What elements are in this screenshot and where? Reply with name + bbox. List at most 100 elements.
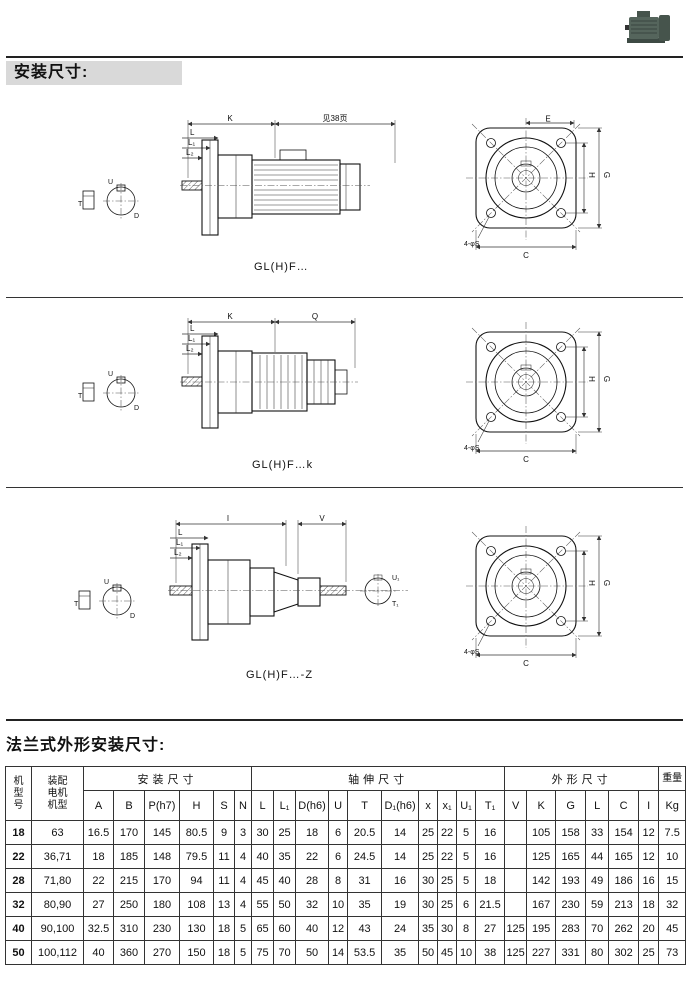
model-cell: 32 bbox=[5, 892, 32, 917]
dim-cell: 13 bbox=[213, 892, 235, 917]
dim-cell: 11 bbox=[213, 844, 235, 869]
section-divider-1 bbox=[6, 297, 683, 298]
dim-label-k: K bbox=[227, 114, 233, 123]
dim-label-k: K bbox=[227, 312, 233, 321]
dim-cell: 45 bbox=[251, 868, 275, 893]
column-group-shaft-dims: 轴伸尺寸 bbox=[251, 766, 506, 791]
dim-cell: 33 bbox=[585, 820, 610, 845]
front-view-drawing-3: H G C 4-φS bbox=[464, 526, 611, 668]
column-header: G bbox=[555, 790, 587, 821]
dim-cell: 24.5 bbox=[347, 844, 383, 869]
dim-cell: 302 bbox=[608, 940, 640, 965]
column-header: D(h6) bbox=[295, 790, 330, 821]
model-cell: 22 bbox=[5, 844, 32, 869]
column-header-model: 机 型 号 bbox=[5, 766, 32, 821]
dim-cell: 18 bbox=[213, 940, 235, 965]
dim-label-t1: T₁ bbox=[392, 601, 399, 608]
section-divider-2 bbox=[6, 487, 683, 488]
dim-cell: 30 bbox=[418, 868, 439, 893]
dim-label-l: L bbox=[190, 324, 195, 333]
dim-label-u: U bbox=[108, 179, 113, 186]
dim-cell: 150 bbox=[179, 940, 214, 965]
dim-cell: 59 bbox=[585, 892, 610, 917]
section-heading-flange-table: 法兰式外形安装尺寸: bbox=[6, 737, 166, 754]
dim-cell: 145 bbox=[144, 820, 180, 845]
dim-cell: 130 bbox=[179, 916, 214, 941]
dim-cell: 167 bbox=[526, 892, 557, 917]
dim-cell: 6 bbox=[328, 820, 349, 845]
dim-cell: 30 bbox=[418, 892, 439, 917]
dim-cell: 27 bbox=[475, 916, 506, 941]
shaft-section-diagram-3: U T D bbox=[74, 579, 135, 620]
dim-cell: 170 bbox=[113, 820, 145, 845]
dim-cell: 25 bbox=[638, 940, 660, 965]
dim-cell: 16 bbox=[475, 820, 506, 845]
dim-cell: 360 bbox=[113, 940, 145, 965]
dim-label-l: L bbox=[178, 528, 183, 537]
column-header: C bbox=[608, 790, 640, 821]
dim-cell: 154 bbox=[608, 820, 640, 845]
column-header: L₁ bbox=[273, 790, 297, 821]
dim-cell: 20.5 bbox=[347, 820, 383, 845]
dim-label-g: G bbox=[602, 172, 611, 178]
dim-label-d: D bbox=[134, 213, 139, 220]
dim-cell: 8 bbox=[456, 916, 477, 941]
column-header: D₁(h6) bbox=[381, 790, 420, 821]
dim-cell: 80 bbox=[585, 940, 610, 965]
dim-cell: 16 bbox=[381, 868, 420, 893]
dim-cell: 70 bbox=[273, 940, 297, 965]
motor-cell: 71,80 bbox=[31, 868, 84, 893]
section-heading-install: 安装尺寸: bbox=[6, 61, 182, 85]
dim-label-u1: U₁ bbox=[392, 575, 400, 582]
dim-label-l1: L₁ bbox=[176, 538, 183, 547]
dim-cell: 18 bbox=[213, 916, 235, 941]
dim-cell: 5 bbox=[233, 916, 253, 941]
dim-cell bbox=[504, 892, 528, 917]
column-header: U bbox=[328, 790, 349, 821]
model-cell: 28 bbox=[5, 868, 32, 893]
dim-cell: 6 bbox=[456, 892, 477, 917]
column-header: T₁ bbox=[475, 790, 506, 821]
dim-cell: 19 bbox=[381, 892, 420, 917]
column-header: x₁ bbox=[437, 790, 458, 821]
dim-label-u: U bbox=[104, 579, 109, 586]
dim-cell: 11 bbox=[213, 868, 235, 893]
dim-cell: 45 bbox=[658, 916, 687, 941]
top-divider bbox=[6, 56, 683, 58]
motor-cell: 36,71 bbox=[31, 844, 84, 869]
column-header: I bbox=[638, 790, 660, 821]
dim-label-bolt-holes: 4-φS bbox=[464, 445, 480, 452]
column-header: K bbox=[526, 790, 557, 821]
dim-cell: 5 bbox=[233, 940, 253, 965]
dim-label-t: T bbox=[78, 201, 83, 208]
front-view-drawing-1: E H G C 4-φS bbox=[464, 115, 611, 261]
dim-cell: 5 bbox=[456, 844, 477, 869]
dim-cell bbox=[504, 844, 528, 869]
dim-cell: 43 bbox=[347, 916, 383, 941]
dim-cell: 125 bbox=[504, 916, 528, 941]
dim-label-t: T bbox=[78, 393, 83, 400]
column-header: B bbox=[113, 790, 145, 821]
dim-label-g: G bbox=[602, 580, 611, 586]
dim-cell: 250 bbox=[113, 892, 145, 917]
dim-cell: 331 bbox=[555, 940, 587, 965]
dim-cell: 32 bbox=[658, 892, 687, 917]
dim-cell: 165 bbox=[555, 844, 587, 869]
dim-cell: 5 bbox=[456, 868, 477, 893]
dim-cell: 186 bbox=[608, 868, 640, 893]
dim-cell: 4 bbox=[233, 844, 253, 869]
dim-cell: 38 bbox=[475, 940, 506, 965]
dim-cell: 65 bbox=[251, 916, 275, 941]
dim-cell: 283 bbox=[555, 916, 587, 941]
dim-cell: 215 bbox=[113, 868, 145, 893]
column-header: V bbox=[504, 790, 528, 821]
dim-cell: 165 bbox=[608, 844, 640, 869]
motor-cell: 100,112 bbox=[31, 940, 84, 965]
dim-label-v: V bbox=[319, 514, 325, 523]
drawing-caption-1: GL(H)F… bbox=[254, 261, 309, 273]
dim-cell: 35 bbox=[418, 916, 439, 941]
